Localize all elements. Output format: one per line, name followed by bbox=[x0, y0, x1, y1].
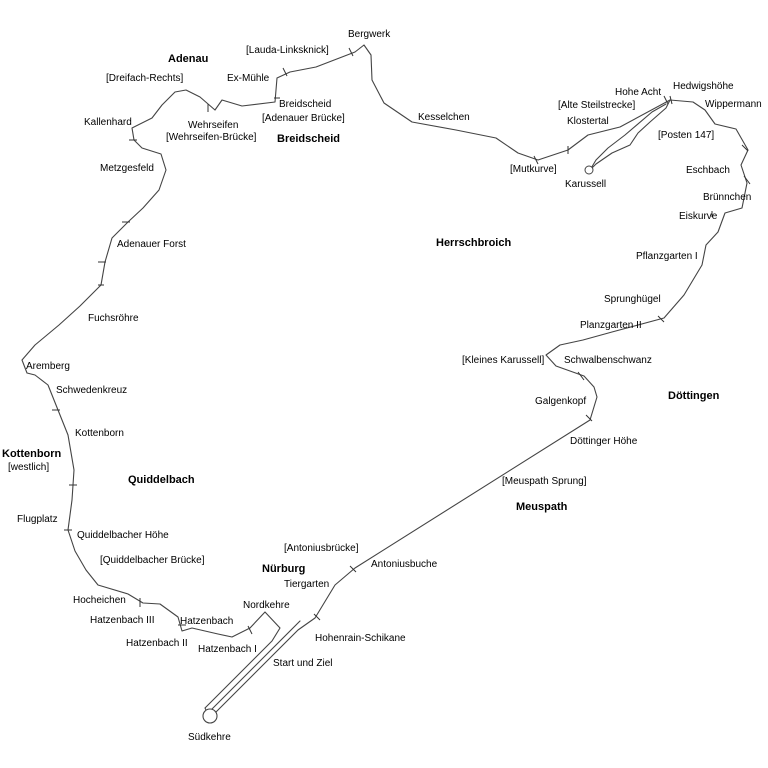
town-herrschbroich: Herrschbroich bbox=[436, 237, 511, 249]
track-line bbox=[21, 44, 749, 719]
label-adenauer-forst: Adenauer Forst bbox=[117, 239, 186, 250]
label-metzgesfeld: Metzgesfeld bbox=[100, 163, 154, 174]
label-schwalbenschwanz: Schwalbenschwanz bbox=[564, 355, 652, 366]
label-breidscheid: Breidscheid bbox=[279, 99, 331, 110]
label-alte-steilstrecke: [Alte Steilstrecke] bbox=[558, 100, 635, 111]
label-hatzenbach-3: Hatzenbach III bbox=[90, 615, 154, 626]
town-kottenborn-note: [westlich] bbox=[8, 462, 49, 473]
label-hatzenbach-2: Hatzenbach II bbox=[126, 638, 188, 649]
label-galgenkopf: Galgenkopf bbox=[535, 396, 586, 407]
label-quiddelbacher-hoehe: Quiddelbacher Höhe bbox=[77, 530, 169, 541]
label-kleines-karussell: [Kleines Karussell] bbox=[462, 355, 544, 366]
label-bergwerk: Bergwerk bbox=[348, 29, 391, 40]
label-suedkehre: Südkehre bbox=[188, 732, 231, 743]
label-posten-147: [Posten 147] bbox=[658, 130, 714, 141]
label-sprunghuegel: Sprunghügel bbox=[604, 294, 661, 305]
town-meuspath: Meuspath bbox=[516, 501, 568, 513]
town-nuerburg: Nürburg bbox=[262, 563, 305, 575]
label-doettinger-hoehe: Döttinger Höhe bbox=[570, 436, 638, 447]
label-hohe-acht: Hohe Acht bbox=[615, 87, 661, 98]
label-schwedenkreuz: Schwedenkreuz bbox=[56, 385, 127, 396]
label-adenauer-bruecke: [Adenauer Brücke] bbox=[262, 113, 345, 124]
label-hatzenbach: Hatzenbach bbox=[180, 616, 233, 627]
label-dreifach: [Dreifach-Rechts] bbox=[106, 73, 183, 84]
label-bruennchen: Brünnchen bbox=[703, 192, 751, 203]
label-wehrseifen-bruecke: [Wehrseifen-Brücke] bbox=[166, 132, 257, 143]
label-meuspath-sprung: [Meuspath Sprung] bbox=[502, 476, 587, 487]
start-straight bbox=[211, 620, 301, 710]
label-kallenhard: Kallenhard bbox=[84, 117, 132, 128]
label-kottenborn: Kottenborn bbox=[75, 428, 124, 439]
label-fuchsroehre: Fuchsröhre bbox=[88, 313, 139, 324]
label-mutkurve: [Mutkurve] bbox=[510, 164, 557, 175]
town-adenau: Adenau bbox=[168, 53, 208, 65]
section-ticks bbox=[52, 47, 751, 635]
section-labels: Bergwerk [Lauda-Linksknick] Ex-Mühle [Dr… bbox=[17, 29, 762, 743]
label-nordkehre: Nordkehre bbox=[243, 600, 290, 611]
town-doettingen: Döttingen bbox=[668, 390, 720, 402]
label-hocheichen: Hocheichen bbox=[73, 595, 126, 606]
label-flugplatz: Flugplatz bbox=[17, 514, 58, 525]
label-karussell: Karussell bbox=[565, 179, 606, 190]
karussell-loop bbox=[589, 99, 671, 171]
label-kesselchen: Kesselchen bbox=[418, 112, 470, 123]
label-antoniusbruecke: [Antoniusbrücke] bbox=[284, 543, 359, 554]
town-kottenborn: Kottenborn bbox=[2, 448, 62, 460]
label-hedwigshoehe: Hedwigshöhe bbox=[673, 81, 734, 92]
town-breidscheid: Breidscheid bbox=[277, 133, 340, 145]
label-antoniusbuche: Antoniusbuche bbox=[371, 559, 438, 570]
town-labels: Adenau Breidscheid Herrschbroich Dötting… bbox=[2, 53, 720, 575]
label-wehrseifen: Wehrseifen bbox=[188, 120, 238, 131]
karussell-marker bbox=[584, 165, 594, 175]
label-planzgarten-2: Planzgarten II bbox=[580, 320, 642, 331]
label-quiddelbacher-bruecke: [Quiddelbacher Brücke] bbox=[100, 555, 205, 566]
label-tiergarten: Tiergarten bbox=[284, 579, 329, 590]
label-aremberg: Aremberg bbox=[26, 361, 70, 372]
label-pflanzgarten-1: Pflanzgarten I bbox=[636, 251, 698, 262]
label-eiskurve: Eiskurve bbox=[679, 211, 718, 222]
label-wippermann: Wippermann bbox=[705, 99, 762, 110]
label-klostertal: Klostertal bbox=[567, 116, 609, 127]
label-lauda: [Lauda-Linksknick] bbox=[246, 45, 329, 56]
suedkehre-marker bbox=[202, 708, 218, 724]
label-exmuehle: Ex-Mühle bbox=[227, 73, 270, 84]
label-start-ziel: Start und Ziel bbox=[273, 658, 332, 669]
label-hatzenbach-1: Hatzenbach I bbox=[198, 644, 257, 655]
label-hohenrain: Hohenrain-Schikane bbox=[315, 633, 406, 644]
town-quiddelbach: Quiddelbach bbox=[128, 474, 195, 486]
label-eschbach: Eschbach bbox=[686, 165, 730, 176]
